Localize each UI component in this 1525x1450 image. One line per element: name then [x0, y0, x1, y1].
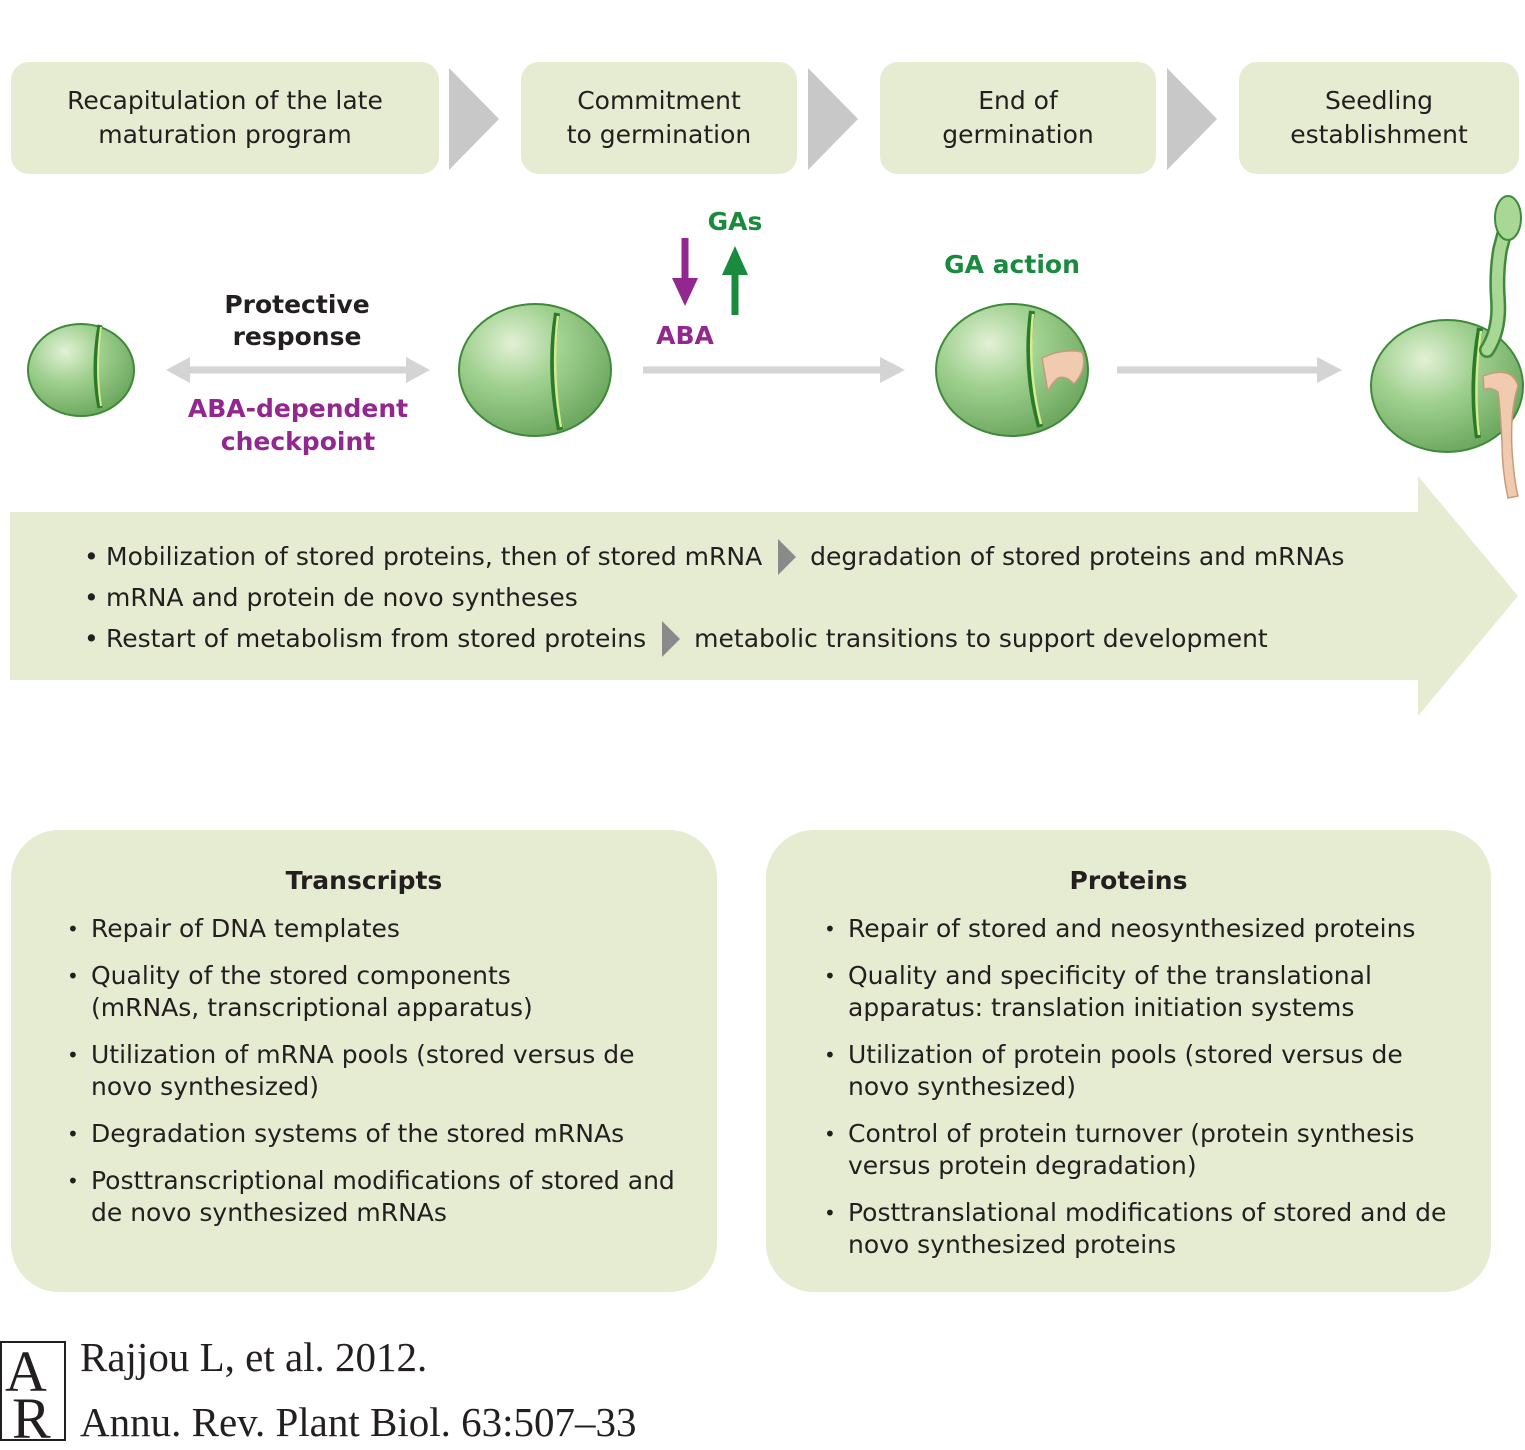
- stage-commitment: Commitment to germination: [521, 62, 797, 174]
- seed-icon: [458, 303, 612, 437]
- aba-down-arrow-icon: [672, 238, 698, 306]
- seedling-icon: [1370, 195, 1524, 499]
- triangle-right-icon: [662, 620, 681, 657]
- list-item: Quality and specificity of the translati…: [824, 960, 1446, 1024]
- list-item: Posttranslational modifications of store…: [824, 1197, 1446, 1261]
- process-item: •mRNA and protein de novo syntheses: [84, 583, 578, 612]
- arrow-right-icon: [1117, 357, 1342, 383]
- proteins-list: Repair of stored and neosynthesized prot…: [824, 913, 1446, 1276]
- ga-action-label: GA action: [944, 250, 1080, 279]
- transcripts-panel: Transcripts Repair of DNA templates Qual…: [11, 830, 717, 1292]
- annual-reviews-logo-icon: A R: [0, 1341, 66, 1441]
- list-item: Utilization of mRNA pools (stored versus…: [67, 1039, 675, 1103]
- stage-label: Recapitulation of the late maturation pr…: [67, 86, 383, 149]
- stage-label: Seedling establishment: [1290, 86, 1468, 149]
- gas-label: GAs: [707, 207, 763, 236]
- svg-text:A: A: [5, 1341, 47, 1404]
- list-item: Degradation systems of the stored mRNAs: [67, 1118, 675, 1150]
- protective-response-label: Protective response: [224, 290, 370, 351]
- transcripts-title: Transcripts: [285, 866, 443, 895]
- citation-line-2: Annu. Rev. Plant Biol. 63:507–33: [80, 1399, 637, 1445]
- aba-label: ABA: [656, 321, 714, 350]
- list-item: Control of protein turnover (protein syn…: [824, 1118, 1446, 1182]
- list-item: Quality of the stored components (mRNAs,…: [67, 960, 675, 1024]
- svg-text:R: R: [12, 1386, 51, 1441]
- arrow-right-icon: [643, 357, 905, 383]
- proteins-panel: Proteins Repair of stored and neosynthes…: [766, 830, 1491, 1292]
- stage-recapitulation: Recapitulation of the late maturation pr…: [11, 62, 439, 174]
- ga-up-arrow-icon: [722, 246, 748, 315]
- stage-label: Commitment to germination: [566, 86, 752, 149]
- stage-seedling: Seedling establishment: [1239, 62, 1519, 174]
- germination-illustration: [27, 195, 1524, 499]
- germinating-seed-icon: [935, 303, 1089, 437]
- seed-icon: [27, 323, 135, 417]
- process-arrow: [10, 476, 1518, 716]
- process-item: •Mobilization of stored proteins, then o…: [84, 536, 1344, 577]
- list-item: Repair of stored and neosynthesized prot…: [824, 913, 1446, 945]
- process-bullet-list: •Mobilization of stored proteins, then o…: [84, 536, 1344, 659]
- chevron-right-icon: [1167, 68, 1217, 170]
- list-item: Posttranscriptional modifications of sto…: [67, 1165, 675, 1229]
- proteins-title: Proteins: [1069, 866, 1188, 895]
- double-arrow-icon: [166, 357, 430, 383]
- list-item: Repair of DNA templates: [67, 913, 675, 945]
- stage-label: End of germination: [942, 86, 1094, 149]
- citation-line-1: Rajjou L, et al. 2012.: [80, 1334, 428, 1380]
- triangle-right-icon: [778, 538, 797, 575]
- list-item: Utilization of protein pools (stored ver…: [824, 1039, 1446, 1103]
- process-item: •Restart of metabolism from stored prote…: [84, 618, 1344, 659]
- chevron-right-icon: [808, 68, 858, 170]
- stage-end-germination: End of germination: [880, 62, 1156, 174]
- chevron-right-icon: [449, 68, 499, 170]
- aba-checkpoint-label: ABA-dependent checkpoint: [187, 394, 409, 456]
- transcripts-list: Repair of DNA templates Quality of the s…: [67, 913, 675, 1244]
